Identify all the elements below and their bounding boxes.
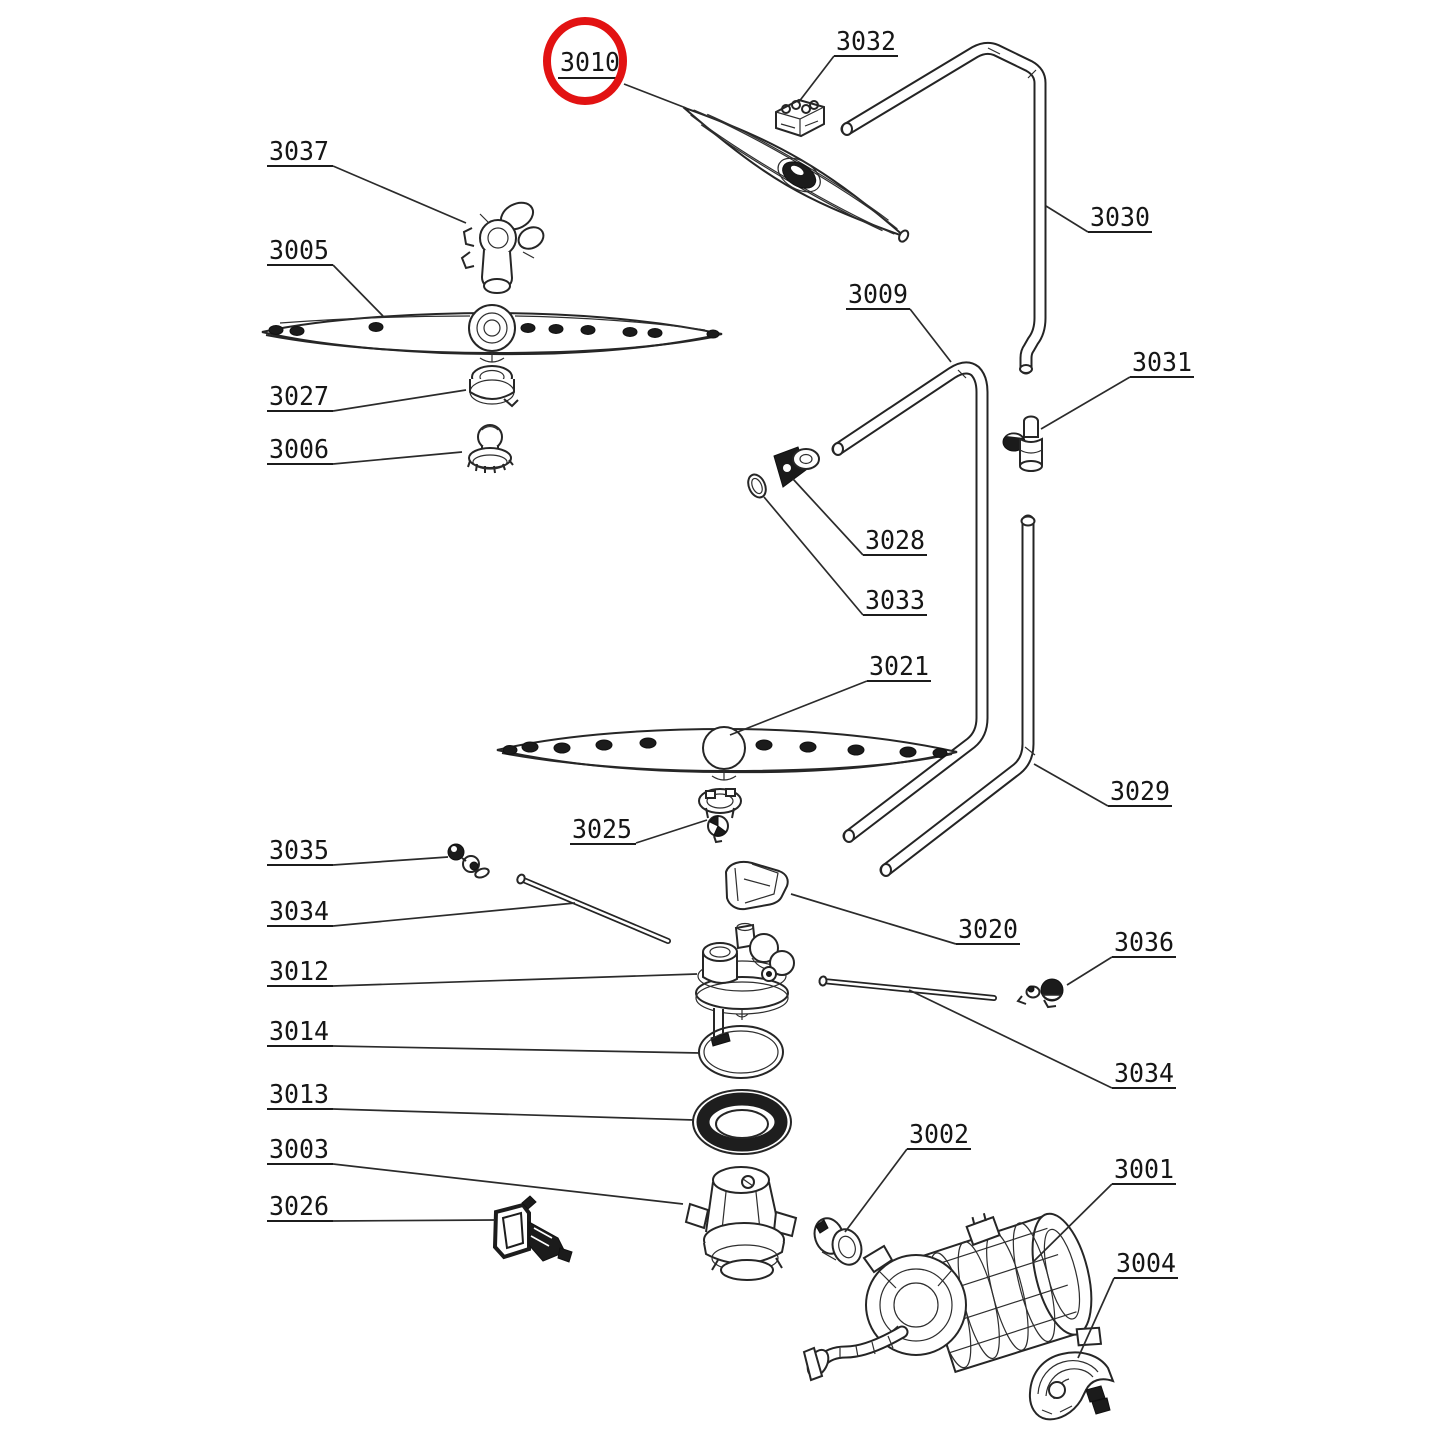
part-label-3013: 3013 (267, 1080, 695, 1121)
seal-3013-drawing (692, 1089, 792, 1155)
part-number-3030: 3030 (1090, 203, 1150, 233)
pump-3003-drawing (684, 1166, 798, 1281)
upper-spray-arm-drawing (682, 106, 910, 243)
part-label-3027: 3027 (267, 382, 467, 412)
terminal-block-drawing (775, 98, 825, 138)
part-number-3001: 3001 (1114, 1155, 1174, 1185)
nozzle-3028-drawing (773, 446, 820, 488)
valve-3036-drawing (1016, 978, 1064, 1009)
part-number-3025: 3025 (572, 815, 632, 845)
part-number-3033: 3033 (865, 586, 925, 616)
labels-layer: 3010 3032 3030 3037 3005 3009 (267, 17, 1194, 1359)
rod-3034-left-drawing (516, 873, 671, 944)
part-number-3035: 3035 (269, 836, 329, 866)
part-number-3005: 3005 (269, 236, 329, 266)
cover-3020-drawing (724, 860, 789, 911)
part-number-3012: 3012 (269, 957, 329, 987)
part-label-3028: 3028 (792, 478, 927, 556)
lower-spray-arm-drawing (496, 726, 958, 781)
part-number-3021: 3021 (869, 652, 929, 682)
part-number-3003: 3003 (269, 1135, 329, 1165)
part-number-3009: 3009 (848, 280, 908, 310)
bearing-3025-drawing (698, 788, 742, 844)
part-label-3012: 3012 (267, 957, 698, 987)
part-number-3013: 3013 (269, 1080, 329, 1110)
highlight-circle (543, 17, 627, 105)
part-number-3026: 3026 (269, 1192, 329, 1222)
part-number-3027: 3027 (269, 382, 329, 412)
part-number-3020: 3020 (958, 915, 1018, 945)
parts-artwork (261, 41, 1115, 1421)
part-label-3036: 3036 (1066, 928, 1176, 986)
middle-spray-arm-drawing (261, 304, 723, 363)
part-label-3009: 3009 (846, 280, 952, 363)
part-label-3037: 3037 (267, 137, 467, 224)
distributor-3012-drawing (695, 922, 795, 1047)
part-label-3001: 3001 (1033, 1155, 1176, 1262)
rod-3034-right-drawing (818, 975, 997, 1001)
oring-3033-drawing (747, 473, 767, 499)
part-number-3034-right: 3034 (1114, 1059, 1174, 1089)
part-number-3031: 3031 (1132, 348, 1192, 378)
part-number-3010: 3010 (560, 48, 620, 78)
part-number-3002: 3002 (909, 1120, 969, 1150)
part-number-3014: 3014 (269, 1017, 329, 1047)
inlet-elbow-drawing (460, 201, 545, 294)
part-label-3035: 3035 (267, 836, 449, 866)
clamp-3002-drawing (813, 1217, 863, 1266)
part-number-3029: 3029 (1110, 777, 1170, 807)
part-label-3002: 3002 (844, 1120, 971, 1233)
part-3035-drawing (447, 843, 490, 879)
riser-tube-3009-drawing (831, 361, 989, 843)
motor-3001-drawing (802, 1212, 1103, 1382)
part-label-3025: 3025 (570, 815, 708, 845)
part-label-3004: 3004 (1077, 1249, 1178, 1359)
part-label-3003: 3003 (267, 1135, 684, 1205)
cap-3006-drawing (467, 424, 514, 474)
part-number-3004: 3004 (1116, 1249, 1176, 1279)
part-label-3020: 3020 (790, 893, 1020, 945)
part-number-3037: 3037 (269, 137, 329, 167)
part-label-3010: 3010 (543, 17, 687, 109)
part-label-3030: 3030 (1045, 203, 1152, 233)
part-number-3006: 3006 (269, 435, 329, 465)
part-label-3026: 3026 (267, 1192, 496, 1222)
bracket-3004-drawing (1028, 1351, 1115, 1421)
part-label-3034-right: 3034 (908, 989, 1176, 1089)
part-label-3005: 3005 (267, 236, 384, 317)
hose-3030-drawing (840, 41, 1047, 375)
part-label-3029: 3029 (1033, 763, 1172, 807)
part-label-3031: 3031 (1040, 348, 1194, 430)
part-label-3006: 3006 (267, 435, 463, 465)
valve-3031-drawing (1002, 415, 1043, 472)
bracket-3026-drawing (492, 1195, 573, 1263)
oring-3014-drawing (698, 1025, 784, 1079)
bushing-3027-drawing (469, 365, 519, 408)
tube-3029-drawing (879, 514, 1036, 877)
part-number-3032: 3032 (836, 27, 896, 57)
part-number-3028: 3028 (865, 526, 925, 556)
part-label-3032: 3032 (797, 27, 898, 104)
part-label-3021: 3021 (729, 652, 931, 736)
part-label-3014: 3014 (267, 1017, 701, 1054)
part-number-3036: 3036 (1114, 928, 1174, 958)
part-label-3034-left: 3034 (267, 897, 576, 927)
part-label-3033: 3033 (763, 496, 927, 616)
part-number-3034-left: 3034 (269, 897, 329, 927)
